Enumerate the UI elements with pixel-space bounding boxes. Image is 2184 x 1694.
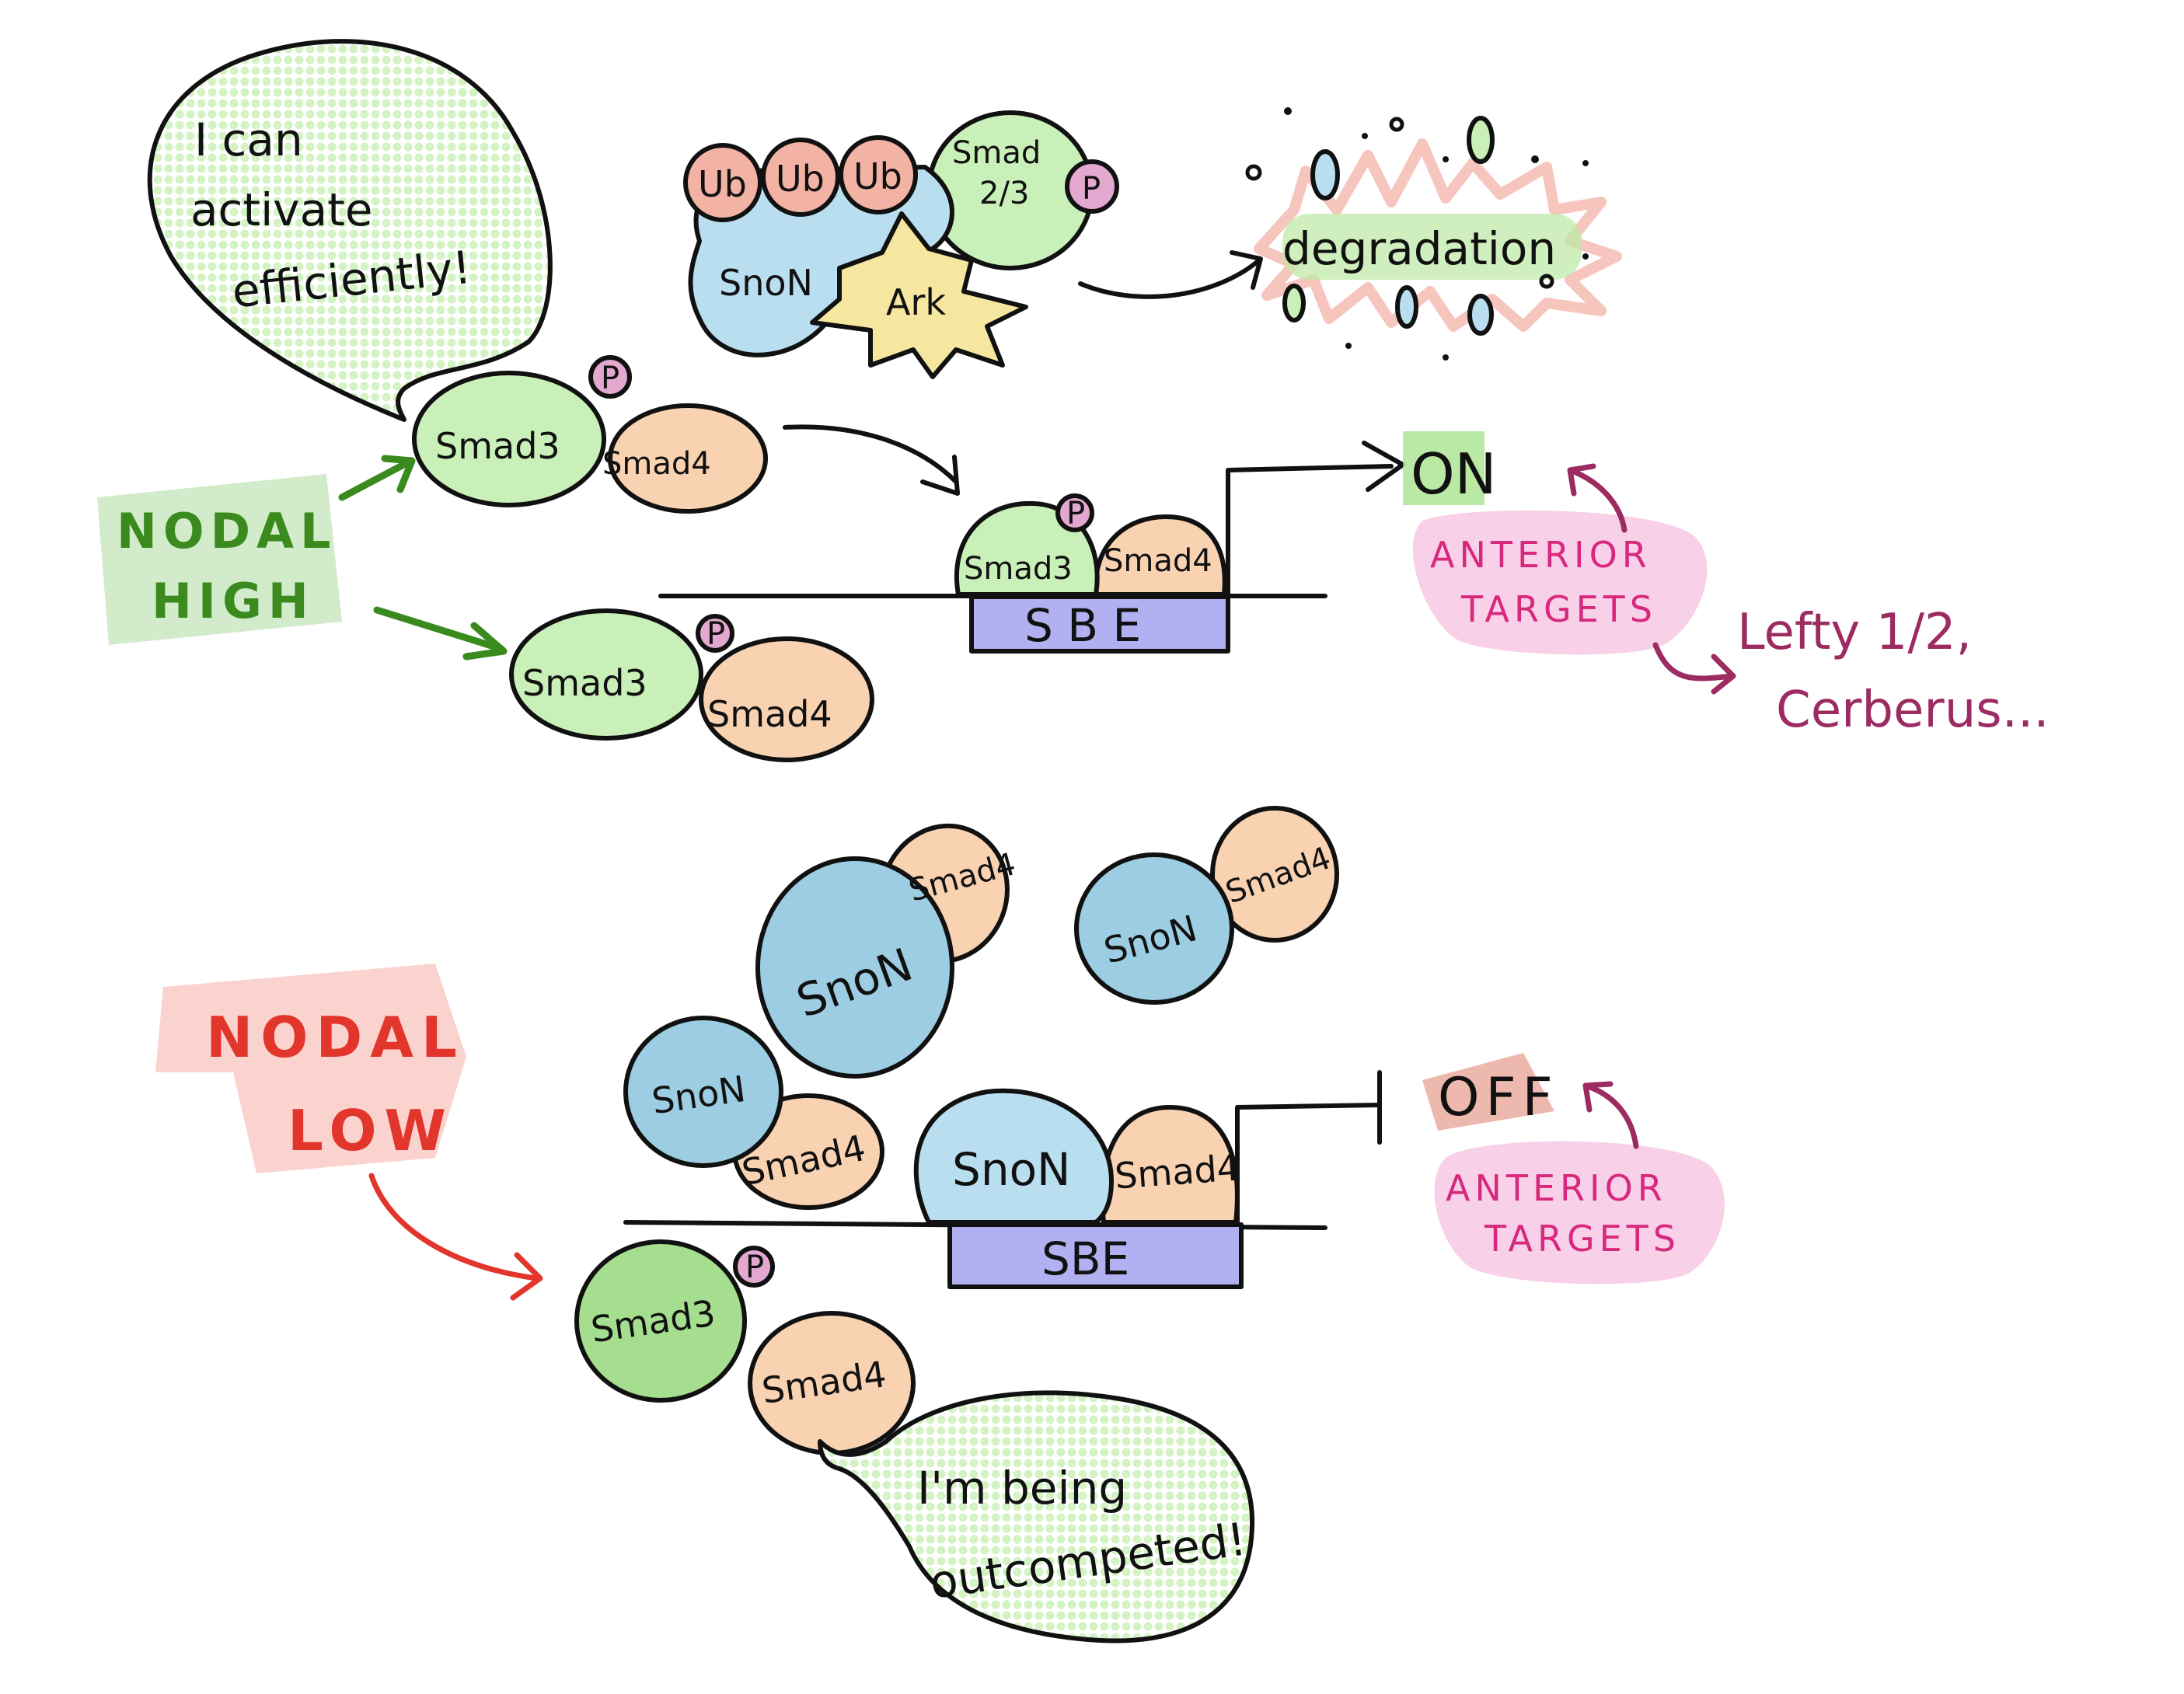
arrow-to-degradation xyxy=(1078,250,1263,299)
phospho-blob xyxy=(588,355,632,399)
sbe-label: S B E xyxy=(1024,599,1141,652)
anterior-targets-line-1: ANTERIOR xyxy=(1446,1167,1667,1209)
off-label: OFF xyxy=(1438,1067,1559,1128)
anterior-targets-line-1: ANTERIOR xyxy=(1430,534,1652,576)
smad3-label: Smad3 xyxy=(522,662,647,704)
target-genes-line-1: Lefty 1/2, xyxy=(1737,604,1972,661)
ubiquitin-label-2: Ub xyxy=(776,158,825,200)
smad3-smad4-complex-bottom: P Smad3 Smad4 xyxy=(509,608,874,762)
smad4-label: Smad4 xyxy=(1114,1146,1241,1197)
smad3-blob xyxy=(412,371,606,507)
nodal-low-line-2: LOW xyxy=(288,1098,454,1163)
smad3-smad4-complex-low: P Smad3 Smad4 xyxy=(574,1239,916,1455)
snon-label: SnoN xyxy=(719,262,813,304)
smad23-label-line-1: Smad xyxy=(952,135,1041,171)
speech-bubble-line-1: I'm being xyxy=(917,1462,1127,1514)
fragment-green-1 xyxy=(1467,116,1495,164)
phospho-label: P xyxy=(1082,171,1101,207)
fragment-blue-2 xyxy=(1395,285,1418,329)
arrow-targets-to-genes xyxy=(1652,642,1736,695)
ubiquitin-blob-3 xyxy=(839,135,918,214)
degradation-label: degradation xyxy=(1282,222,1556,275)
snon-blob xyxy=(913,1088,1114,1225)
smad4-label: Smad4 xyxy=(602,446,711,482)
smad4-blob xyxy=(1093,514,1227,597)
smad3-blob xyxy=(509,608,703,741)
fragment-blue-3 xyxy=(1467,294,1494,336)
ark-label: Ark xyxy=(886,281,946,323)
arrow-targets-to-off xyxy=(1582,1081,1639,1149)
smad3-smad4-bound-complex: P Smad3 Smad4 xyxy=(954,493,1227,597)
sbe-box-top: S B E xyxy=(969,594,1230,654)
snon-smad4-complex-free-3: SnoN Smad4 xyxy=(623,1016,884,1210)
phospho-blob xyxy=(696,614,734,653)
arrow-complex-to-sbe xyxy=(783,424,960,496)
smad4-label: Smad4 xyxy=(1104,543,1212,579)
smad3-blob xyxy=(574,1239,747,1403)
speech-bubble-outcompeted: I'm being outcompeted! xyxy=(818,1390,1255,1643)
sbe-label: SBE xyxy=(1041,1232,1129,1285)
smad4-label: Smad4 xyxy=(707,693,832,735)
snon-label: SnoN xyxy=(952,1143,1070,1196)
ubiquitin-blob-2 xyxy=(761,138,840,217)
arrow-high-to-bottom-complex xyxy=(373,606,508,661)
snon-smad4-complex-free-2: SnoN Smad4 xyxy=(1074,806,1339,1005)
on-state: ON xyxy=(1403,431,1497,507)
phospho-blob xyxy=(1055,493,1094,532)
speech-bubble-activate: I can activate efficiently! xyxy=(147,39,553,422)
phospho-label: P xyxy=(1066,496,1085,532)
burst-outline xyxy=(1254,138,1622,332)
fragment-blue-1 xyxy=(1310,149,1340,200)
ubiquitin-label-1: Ub xyxy=(698,163,747,205)
smad3-label: Smad3 xyxy=(435,425,560,467)
smad4-blob xyxy=(699,636,874,762)
ubiquitin-blob-1 xyxy=(683,143,762,222)
smad4-blob xyxy=(608,403,768,514)
anterior-targets-line-2: TARGETS xyxy=(1460,588,1657,630)
nodal-high-line-2: HIGH xyxy=(152,573,315,629)
snon-smad4-complex-free-1: SnoN Smad4 xyxy=(755,823,1019,1079)
phospho-blob xyxy=(1065,159,1119,214)
nodal-low-line-1: NODAL xyxy=(206,1005,465,1070)
speech-bubble-line-1: I can xyxy=(194,113,303,166)
arrow-targets-to-on xyxy=(1567,463,1628,533)
phospho-label: P xyxy=(601,361,619,396)
smad3-smad4-complex-top: P Smad3 Smad4 xyxy=(412,355,768,514)
smad23-label-line-2: 2/3 xyxy=(979,176,1029,211)
nodal-low-label: NODAL LOW xyxy=(155,964,466,1173)
anterior-targets-line-2: TARGETS xyxy=(1484,1218,1680,1260)
on-label: ON xyxy=(1411,441,1497,507)
phospho-label: P xyxy=(745,1250,764,1285)
smad3-label: Smad3 xyxy=(964,551,1073,587)
off-state: OFF xyxy=(1422,1053,1559,1131)
phospho-blob xyxy=(733,1246,775,1288)
phospho-label: P xyxy=(706,616,725,652)
snon-smad4-bound-complex: SnoN Smad4 xyxy=(913,1088,1241,1225)
snon-blob xyxy=(1074,852,1234,1005)
smad4-blob xyxy=(1210,806,1339,943)
anterior-targets-high: ANTERIOR TARGETS xyxy=(1412,510,1708,655)
degradation-burst: degradation xyxy=(1245,107,1622,361)
nodal-high-line-1: NODAL xyxy=(117,503,337,559)
speech-bubble-line-2: activate xyxy=(190,183,373,236)
target-genes-line-2: Cerberus... xyxy=(1776,681,2050,739)
ark-blob xyxy=(810,211,1028,379)
snon-blob xyxy=(623,1016,783,1168)
snon-blob xyxy=(755,856,954,1079)
anterior-targets-low: ANTERIOR TARGETS xyxy=(1434,1141,1725,1284)
arrow-low-to-smad3 xyxy=(368,1173,543,1301)
snon-degradation-complex: Ub Ub Ub Smad 2/3 P SnoN Ark xyxy=(683,110,1119,379)
arrow-high-to-top-complex xyxy=(338,455,416,501)
sbe-box-bottom: SBE xyxy=(947,1222,1244,1289)
fragment-green-2 xyxy=(1282,284,1306,322)
activation-arrow xyxy=(1226,441,1405,597)
repression-bar xyxy=(1235,1070,1382,1226)
ubiquitin-label-3: Ub xyxy=(853,155,902,197)
nodal-high-label: NODAL HIGH xyxy=(97,474,342,645)
